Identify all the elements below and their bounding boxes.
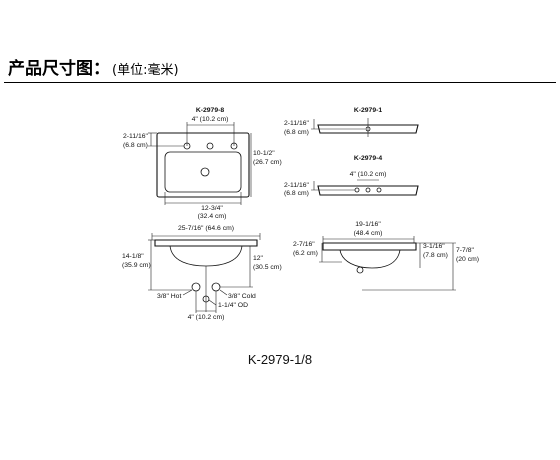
front-view-cold-supply xyxy=(211,282,221,292)
top-view-width-cm: (32.4 cm) xyxy=(198,213,227,220)
side-view-width-in: 19-1/16" xyxy=(355,221,381,228)
side-view-a-in: 2-7/16" xyxy=(293,241,315,248)
four-inch-diagram: K-2979-4 4" (10.2 cm) 2-11/16" (6.8 cm) xyxy=(284,155,419,197)
single-hole-deck-outline xyxy=(317,124,419,134)
front-view-diagram: 25-7/16" (64.6 cm) 14-1/8" (35.9 cm) 12"… xyxy=(122,225,282,321)
front-view-deck-outline xyxy=(154,239,258,247)
page-title: 产品尺寸图： xyxy=(8,59,110,79)
single-hole-faucet-hole xyxy=(365,126,371,132)
four-inch-model-label: K-2979-4 xyxy=(354,155,383,162)
side-view-c-in: 7-7/8" xyxy=(456,247,474,254)
top-view-depth-in: 10-1/2" xyxy=(253,150,275,157)
side-view-b-cm: (7.8 cm) xyxy=(423,252,448,259)
four-inch-hole-left xyxy=(354,187,360,193)
top-view-drain xyxy=(200,167,210,177)
front-view-drain-outlet xyxy=(202,295,210,303)
side-view-b-in: 3-1/16" xyxy=(423,243,445,250)
header-divider xyxy=(4,82,556,83)
side-view-drain-outlet xyxy=(356,266,364,274)
four-inch-deck-depth-in: 2-11/16" xyxy=(284,182,310,189)
front-view-height-in: 14-1/8" xyxy=(122,253,144,260)
side-view-width-cm: (48.4 cm) xyxy=(354,230,383,237)
top-view-faucet-hole-center xyxy=(206,142,214,150)
four-inch-hole-center xyxy=(365,187,371,193)
single-hole-deck-depth-in: 2-11/16" xyxy=(284,120,310,127)
side-view-bowl-outline xyxy=(339,249,401,269)
front-view-cold-label: 3/8" Cold xyxy=(228,293,256,300)
top-view-width-in: 12-3/4" xyxy=(201,205,223,212)
front-view-hot-label: 3/8" Hot xyxy=(157,293,181,300)
front-view-spacing-label: 4" (10.2 cm) xyxy=(188,314,225,321)
four-inch-spacing-label: 4" (10.2 cm) xyxy=(350,171,387,178)
top-view-diagram: K-2979-8 4" (10.2 cm) 2-11/16" (6.8 cm) … xyxy=(123,107,282,220)
side-view-deck-outline xyxy=(322,242,417,251)
top-view-basin-outline xyxy=(156,132,250,198)
top-view-spacing-label: 4" (10.2 cm) xyxy=(192,116,229,123)
unit-note: (单位:毫米) xyxy=(112,63,179,78)
top-view-deck-depth-in: 2-11/16" xyxy=(123,133,149,140)
front-view-drain-label: 1-1/4" OD xyxy=(218,302,248,309)
front-view-bowl-outline xyxy=(169,245,243,267)
top-view-faucet-hole-right xyxy=(230,142,238,150)
four-inch-hole-right xyxy=(376,187,382,193)
front-view-cold-leader xyxy=(219,289,228,296)
top-view-depth-cm: (26.7 cm) xyxy=(253,159,282,166)
single-hole-diagram: K-2979-1 2-11/16" (6.8 cm) xyxy=(284,107,419,137)
single-hole-deck-depth-cm: (6.8 cm) xyxy=(284,129,309,136)
front-view-inner-height-in: 12" xyxy=(253,255,264,262)
page-header: 产品尺寸图： (单位:毫米) xyxy=(8,54,179,79)
model-number: K-2979-1/8 xyxy=(247,352,313,367)
top-view-model-label: K-2979-8 xyxy=(196,107,225,114)
front-view-hot-leader xyxy=(182,289,193,296)
top-view-deck-depth-cm: (6.8 cm) xyxy=(123,142,148,149)
front-view-inner-height-cm: (30.5 cm) xyxy=(253,264,282,271)
front-view-drain-leader xyxy=(208,299,217,306)
single-hole-model-label: K-2979-1 xyxy=(354,107,383,114)
side-view-a-cm: (6.2 cm) xyxy=(293,250,318,257)
top-view-bowl-outline xyxy=(164,151,242,193)
four-inch-deck-outline xyxy=(317,185,419,196)
front-view-height-cm: (35.9 cm) xyxy=(122,262,151,269)
four-inch-deck-depth-cm: (6.8 cm) xyxy=(284,190,309,197)
side-view-diagram: 19-1/16" (48.4 cm) 2-7/16" (6.2 cm) 3-1/… xyxy=(293,221,479,291)
front-view-width-label: 25-7/16" (64.6 cm) xyxy=(178,225,234,232)
side-view-c-cm: (20 cm) xyxy=(456,256,479,263)
front-view-hot-supply xyxy=(191,282,201,292)
